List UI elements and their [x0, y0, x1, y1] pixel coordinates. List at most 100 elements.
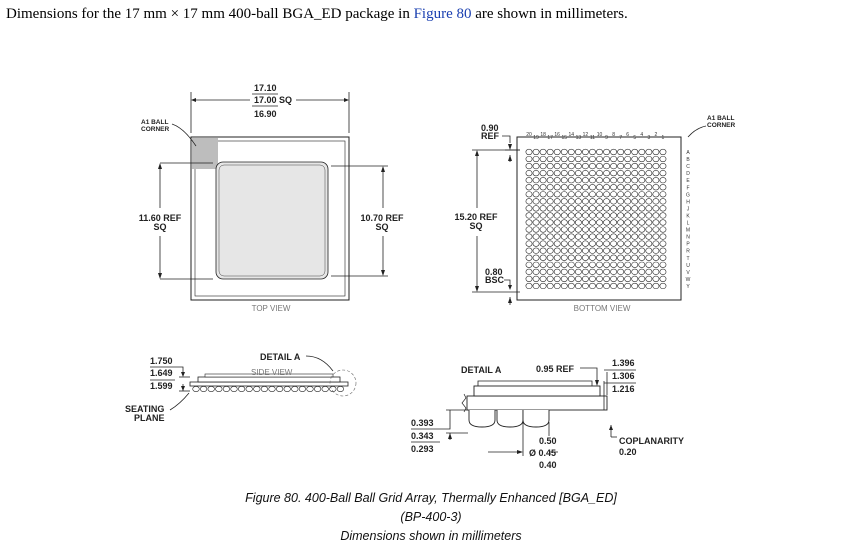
- solder-ball: [582, 254, 589, 261]
- column-number: 20: [526, 132, 532, 138]
- solder-ball: [539, 177, 547, 184]
- solder-ball: [659, 254, 667, 261]
- solder-ball: [596, 261, 603, 268]
- side-ball: [314, 386, 322, 392]
- solder-ball: [546, 148, 554, 156]
- solder-ball: [539, 184, 547, 191]
- solder-ball: [546, 226, 554, 233]
- solder-ball: [560, 226, 568, 233]
- solder-ball: [560, 268, 568, 275]
- solder-ball: [645, 177, 653, 184]
- solder-ball: [624, 275, 632, 283]
- solder-ball: [582, 191, 589, 198]
- ref-left-line1: 11.60 REF: [139, 213, 182, 223]
- solder-ball: [603, 275, 610, 283]
- column-number: 19: [533, 135, 539, 141]
- solder-ball: [525, 282, 533, 290]
- column-number: 7: [619, 135, 622, 141]
- solder-ball: [546, 275, 554, 283]
- detail-balls: [468, 410, 550, 428]
- solder-ball: [574, 155, 582, 163]
- solder-ball: [525, 261, 533, 268]
- side-ball: [222, 386, 230, 392]
- solder-ball: [567, 177, 575, 184]
- solder-ball: [539, 261, 547, 268]
- solder-ball: [624, 233, 632, 240]
- solder-ball: [574, 212, 582, 219]
- solder-ball: [631, 282, 639, 290]
- detail-a-circle: [329, 369, 357, 397]
- solder-ball: [638, 198, 646, 205]
- solder-ball: [546, 212, 554, 219]
- figure-link[interactable]: Figure 80: [413, 6, 472, 22]
- solder-ball: [603, 233, 610, 240]
- heat-slug: [215, 161, 329, 280]
- solder-ball: [560, 170, 568, 177]
- solder-ball: [631, 226, 639, 233]
- solder-ball: [546, 170, 554, 177]
- row-letter: D: [686, 171, 690, 177]
- solder-ball: [567, 155, 575, 163]
- heat-slug-inner: [218, 164, 326, 277]
- solder-ball: [638, 177, 646, 184]
- solder-ball: [652, 268, 660, 275]
- solder-ball: [659, 198, 667, 205]
- solder-ball: [574, 177, 582, 184]
- solder-ball: [624, 268, 632, 275]
- solder-ball: [532, 226, 540, 233]
- ref-dimension-left: 11.60 REF SQ: [139, 162, 213, 280]
- solder-ball: [596, 191, 603, 198]
- solder-ball: [553, 212, 561, 219]
- solder-ball: [553, 240, 561, 247]
- solder-ball: [525, 226, 533, 233]
- dim-width-nom: 17.00 SQ: [254, 95, 292, 105]
- solder-ball: [638, 212, 646, 219]
- solder-ball: [638, 205, 646, 212]
- width-dimension: 17.10 17.00 SQ 16.90: [190, 83, 350, 133]
- column-number: 12: [583, 132, 589, 138]
- solder-ball: [652, 170, 660, 177]
- solder-ball: [596, 240, 603, 247]
- solder-ball: [567, 170, 575, 177]
- solder-ball: [525, 247, 533, 254]
- intro-after: are shown in millimeters.: [471, 6, 628, 22]
- solder-ball: [567, 148, 575, 156]
- solder-ball: [603, 177, 610, 184]
- solder-ball: [645, 268, 653, 275]
- solder-ball: [574, 268, 582, 275]
- solder-ball: [645, 170, 653, 177]
- solder-ball: [659, 184, 667, 191]
- side-ball: [291, 386, 299, 392]
- side-ball: [306, 386, 314, 392]
- solder-ball: [574, 198, 582, 205]
- solder-ball: [532, 155, 540, 163]
- row-letter: L: [687, 221, 690, 227]
- solder-ball: [603, 205, 610, 212]
- solder-ball: [553, 170, 561, 177]
- detail-ball: [468, 410, 496, 428]
- solder-ball: [652, 205, 660, 212]
- solder-ball: [532, 163, 540, 170]
- solder-ball: [553, 163, 561, 170]
- solder-ball: [582, 155, 589, 163]
- solder-ball: [596, 170, 603, 177]
- solder-ball: [567, 233, 575, 240]
- solder-ball: [525, 170, 533, 177]
- solder-ball: [574, 282, 582, 290]
- caption-line3: Dimensions shown in millimeters: [340, 529, 521, 543]
- solder-ball: [645, 148, 653, 156]
- side-ball: [298, 386, 307, 392]
- solder-ball: [582, 247, 589, 254]
- solder-ball: [631, 191, 639, 198]
- detail-a: DETAIL A 0.95 REF 1.396 1.306 1.216 0.39…: [411, 358, 684, 470]
- side-view-label: SIDE VIEW: [251, 368, 293, 377]
- solder-ball: [603, 247, 610, 254]
- solder-ball: [596, 177, 603, 184]
- solder-ball: [652, 198, 660, 205]
- solder-ball: [567, 205, 575, 212]
- solder-ball: [589, 205, 596, 212]
- solder-ball: [532, 170, 540, 177]
- solder-ball: [553, 254, 561, 261]
